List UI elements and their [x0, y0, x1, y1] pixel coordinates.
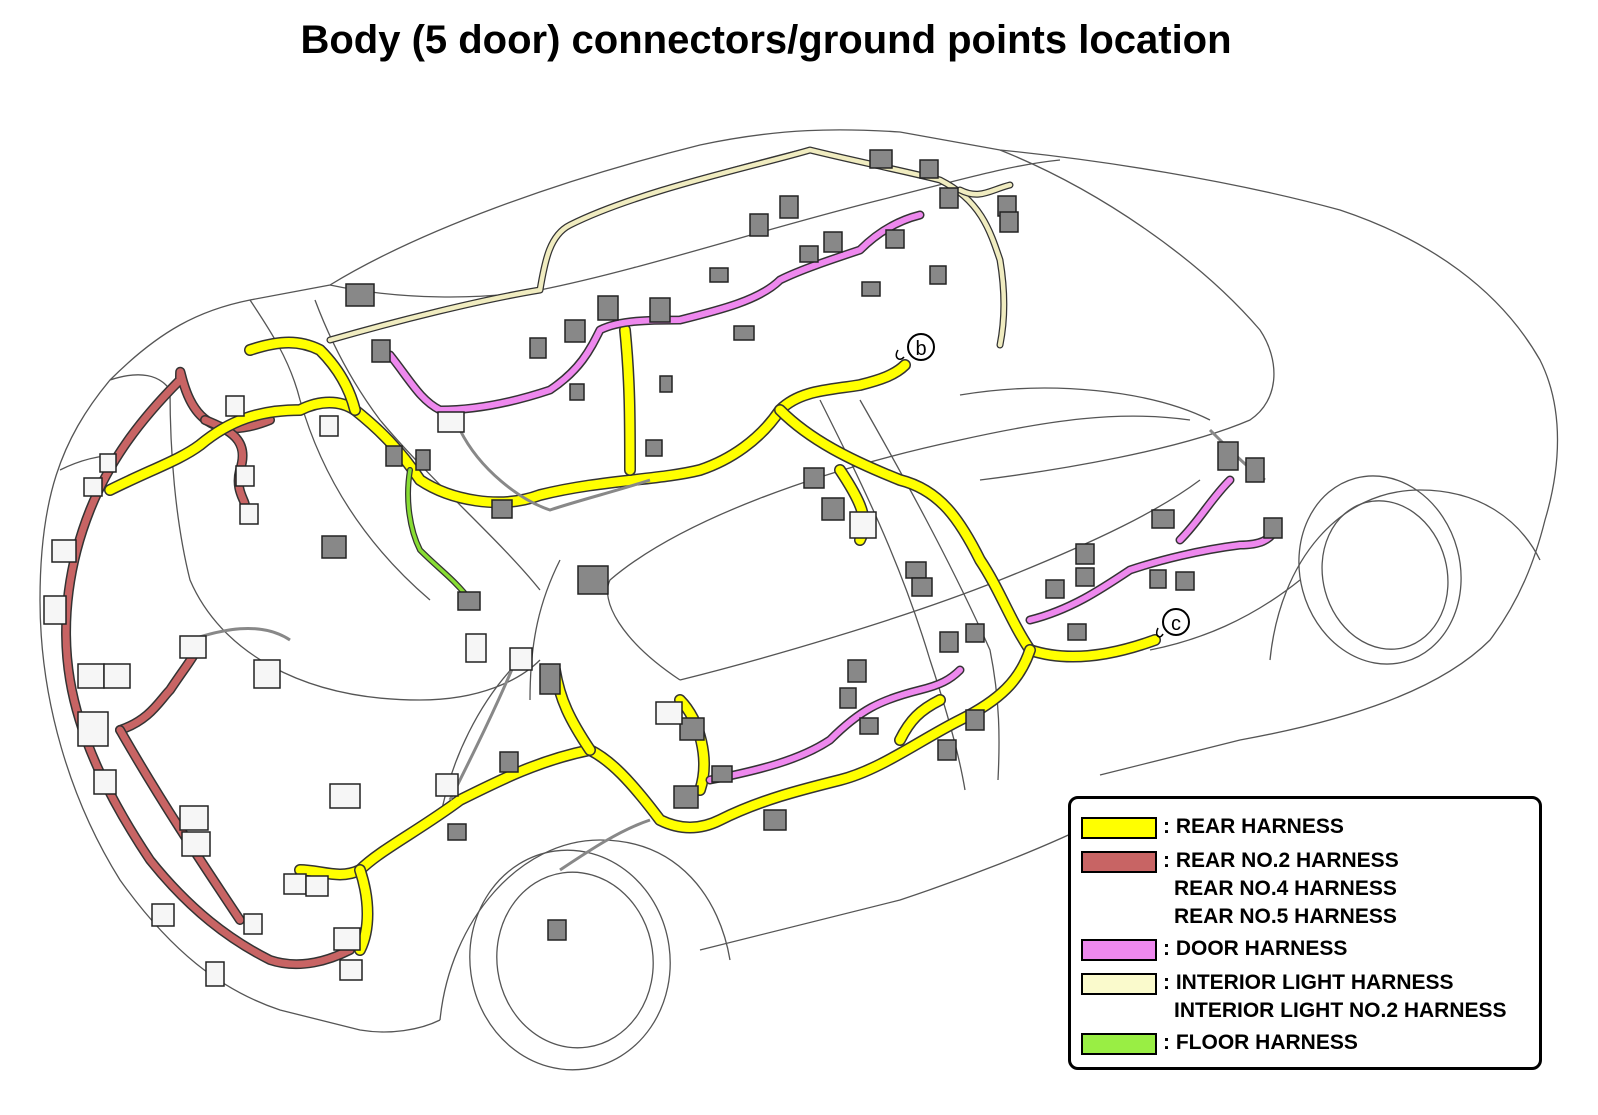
- legend-label: : FLOOR HARNESS: [1163, 1031, 1358, 1054]
- connector: [43, 395, 877, 987]
- legend: : REAR HARNESS : REAR NO.2 HARNESS REAR …: [1068, 796, 1542, 1070]
- connector: [321, 149, 1283, 941]
- legend-label: : DOOR HARNESS: [1163, 937, 1348, 960]
- legend-swatch: [1081, 851, 1157, 873]
- callout-c: c: [1155, 608, 1190, 638]
- legend-interior-light-harness: : INTERIOR LIGHT HARNESS INTERIOR LIGHT …: [1081, 969, 1507, 1025]
- legend-label: : REAR NO.2 HARNESS: [1163, 849, 1399, 872]
- legend-door-harness: : DOOR HARNESS: [1081, 935, 1347, 963]
- car-body-outline: [39, 129, 1559, 1071]
- legend-swatch: [1081, 973, 1157, 995]
- callout-b-label: b: [915, 338, 926, 360]
- legend-label: : INTERIOR LIGHT HARNESS: [1163, 971, 1454, 994]
- door-harness: [385, 210, 1280, 785]
- page-title: Body (5 door) connectors/ground points l…: [300, 18, 1232, 62]
- legend-swatch: [1081, 817, 1157, 839]
- interior-light-harness: [326, 146, 1014, 349]
- legend-label: REAR NO.5 HARNESS: [1174, 905, 1397, 928]
- legend-label: : REAR HARNESS: [1163, 815, 1344, 838]
- legend-swatch: [1081, 939, 1157, 961]
- legend-rear-harness: : REAR HARNESS: [1081, 813, 1344, 841]
- legend-floor-harness: : FLOOR HARNESS: [1081, 1029, 1358, 1057]
- legend-label: INTERIOR LIGHT NO.2 HARNESS: [1174, 999, 1507, 1022]
- legend-swatch: [1081, 1033, 1157, 1055]
- floor-harness: [405, 467, 473, 603]
- callout-b: b: [895, 333, 935, 361]
- legend-label: REAR NO.4 HARNESS: [1174, 877, 1397, 900]
- connectors: [43, 149, 1283, 987]
- callout-c-label: c: [1171, 613, 1181, 635]
- legend-rear-no2-harness: : REAR NO.2 HARNESS REAR NO.4 HARNESS RE…: [1081, 847, 1399, 931]
